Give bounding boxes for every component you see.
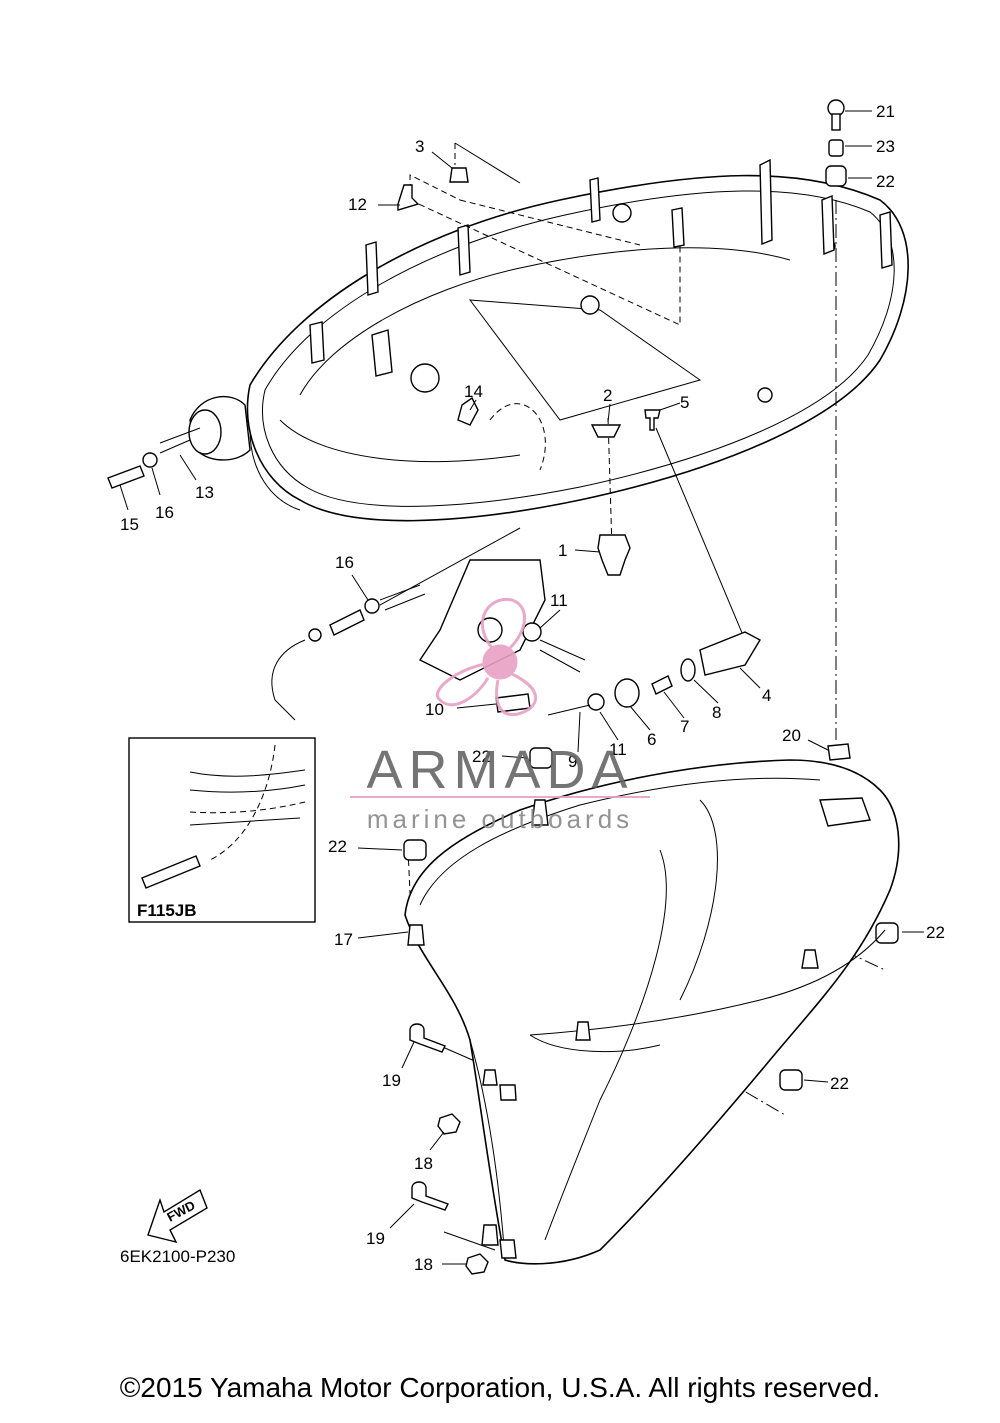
propeller-logo-icon	[436, 597, 537, 717]
boot-4	[699, 631, 761, 676]
label-5: 5	[680, 393, 689, 412]
grommet-22-b	[403, 839, 427, 861]
label-4: 4	[762, 686, 771, 705]
bottom-cowling-tray	[188, 158, 909, 522]
bolt-19-upper	[409, 1023, 446, 1053]
label-22-a: 22	[472, 747, 491, 766]
label-22-b: 22	[328, 837, 347, 856]
screw-5	[644, 409, 661, 431]
label-22-c: 22	[926, 923, 945, 942]
label-16-left: 16	[155, 503, 174, 522]
part-labels: 21 23 22 3 12 14 2 5 13 16 15 1 16 11 4 …	[120, 102, 945, 1274]
inset-f115jb: F115JB	[128, 737, 316, 923]
bolt-12	[397, 184, 420, 211]
label-21: 21	[876, 102, 895, 121]
watermark-brand: ARMADA	[366, 740, 633, 800]
leader-lines	[271, 142, 886, 1251]
spring-16	[329, 609, 365, 636]
apron-cover	[404, 759, 900, 1265]
bolt-19-lower	[411, 1181, 449, 1211]
clip-20	[827, 743, 851, 761]
grommet-22-d	[779, 1069, 803, 1091]
label-11-lower: 11	[609, 740, 627, 759]
label-17: 17	[334, 930, 353, 949]
label-15: 15	[120, 515, 139, 534]
label-3: 3	[415, 137, 424, 156]
hose-13	[159, 439, 191, 454]
nut-18-upper	[437, 1113, 461, 1135]
watermark: ARMADA marine outboards	[350, 597, 650, 834]
label-9: 9	[568, 752, 577, 771]
label-22: 22	[876, 172, 895, 191]
grommet-1	[597, 534, 631, 576]
fitting-7	[651, 675, 673, 695]
grommet-22-c	[875, 922, 899, 944]
label-19-lower: 19	[366, 1229, 385, 1248]
inset-label: F115JB	[137, 901, 197, 920]
copyright-text: ©2015 Yamaha Motor Corporation, U.S.A. A…	[119, 1372, 881, 1403]
collar-23	[828, 139, 844, 157]
drawing-code: 6EK2100-P230	[120, 1247, 235, 1266]
label-20: 20	[782, 726, 801, 745]
label-ticks	[119, 110, 924, 1265]
grommet-22-a	[529, 747, 553, 769]
label-2: 2	[603, 386, 612, 405]
label-22-d: 22	[830, 1074, 849, 1093]
grommet-22-top	[825, 165, 847, 187]
label-18-upper: 18	[414, 1154, 433, 1173]
fwd-arrow: FWD	[147, 1188, 208, 1244]
clip-11-lower	[587, 693, 605, 711]
label-6: 6	[647, 730, 656, 749]
cap-2	[590, 424, 622, 438]
clip-11-upper	[522, 622, 542, 642]
label-13: 13	[195, 483, 214, 502]
nut-3	[449, 167, 469, 183]
label-16: 16	[335, 553, 354, 572]
ring-8	[680, 658, 696, 682]
nut-18-lower	[465, 1253, 489, 1275]
label-8: 8	[712, 703, 721, 722]
label-23: 23	[876, 137, 895, 156]
spring-15	[107, 465, 145, 489]
label-11-upper: 11	[550, 591, 568, 610]
label-1: 1	[558, 541, 567, 560]
label-14: 14	[464, 382, 483, 401]
label-19-upper: 19	[382, 1071, 401, 1090]
label-18-lower: 18	[414, 1255, 433, 1274]
tube-9	[547, 704, 591, 716]
clip-16-left	[142, 452, 158, 468]
label-12: 12	[348, 195, 367, 214]
nut-6	[614, 678, 640, 708]
watermark-tagline: marine outboards	[367, 804, 633, 834]
label-7: 7	[680, 717, 689, 736]
label-10: 10	[425, 700, 444, 719]
